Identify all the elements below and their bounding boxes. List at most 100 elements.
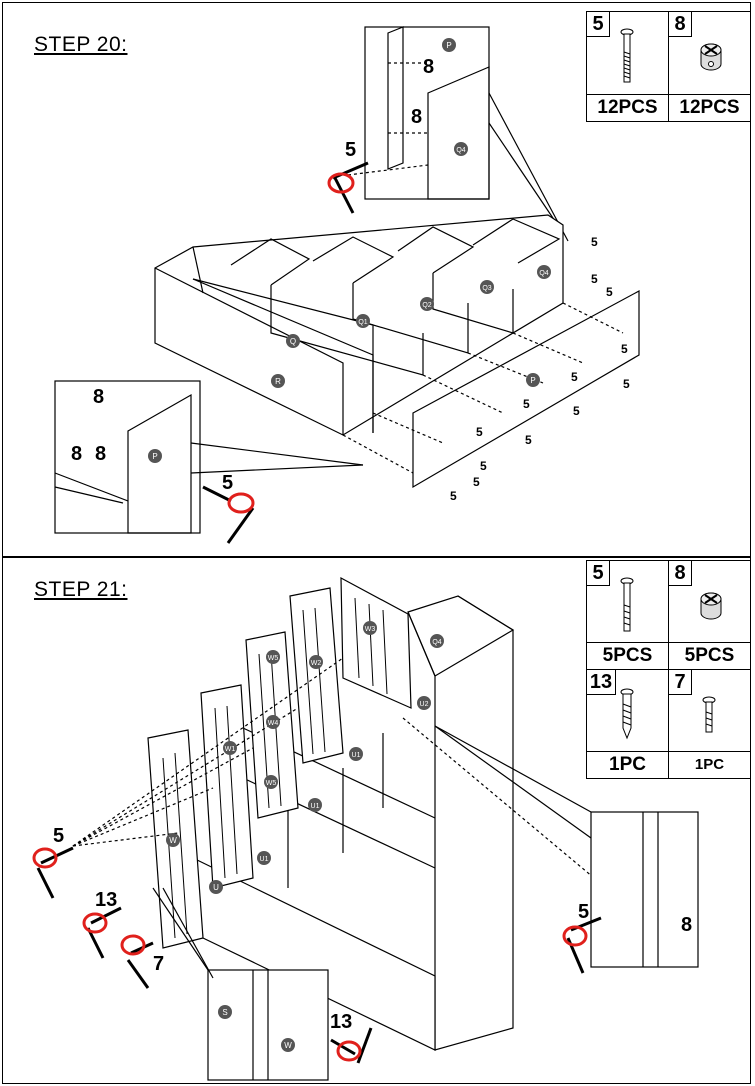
part-qty-cell: 12PCS xyxy=(668,94,751,122)
svg-text:P: P xyxy=(530,376,535,385)
part-qty-cell: 1PC xyxy=(586,751,669,779)
svg-text:W1: W1 xyxy=(225,746,236,753)
svg-text:U1: U1 xyxy=(352,752,361,759)
panel-labels: P Q4 Q Q1 Q2 Q3 Q4 R P P xyxy=(148,38,551,463)
part-cell: 7 xyxy=(668,669,751,752)
svg-text:5: 5 xyxy=(578,901,589,923)
svg-text:W: W xyxy=(169,836,177,845)
svg-text:W5: W5 xyxy=(266,780,277,787)
part-cell: 8 xyxy=(668,560,751,643)
panel-label-badge: W xyxy=(166,833,180,847)
panel-label-badge: Q2 xyxy=(420,297,434,311)
panel-label-badge: W5 xyxy=(266,650,280,664)
svg-text:7: 7 xyxy=(153,953,164,975)
part-quantity: 1PC xyxy=(694,756,725,773)
panel-label-badge: U1 xyxy=(308,798,322,812)
panel-label-badge: U xyxy=(209,880,223,894)
svg-text:5: 5 xyxy=(573,404,580,418)
part-cell: 8 xyxy=(668,11,751,95)
svg-text:5: 5 xyxy=(53,825,64,847)
svg-text:8: 8 xyxy=(93,386,104,408)
panel-label-badge: W4 xyxy=(266,715,280,729)
svg-text:8: 8 xyxy=(423,56,434,78)
panel-label-badge: P xyxy=(442,38,456,52)
svg-text:5: 5 xyxy=(345,139,356,161)
panel-label-badge: W5 xyxy=(264,775,278,789)
panel-label-badge: R xyxy=(271,374,285,388)
svg-text:Q4: Q4 xyxy=(432,639,441,646)
svg-text:5: 5 xyxy=(571,370,578,384)
svg-text:Q4: Q4 xyxy=(456,147,465,154)
panel-label-badge: Q4 xyxy=(537,265,551,279)
svg-text:5: 5 xyxy=(606,285,613,299)
svg-text:W2: W2 xyxy=(311,660,322,667)
svg-text:W5: W5 xyxy=(268,655,279,662)
part-qty-cell: 12PCS xyxy=(586,94,669,122)
part-number: 8 xyxy=(669,12,692,37)
short-bolt-icon xyxy=(702,696,716,733)
parts-legend: 5 8 5PCS 5PCS xyxy=(586,560,751,779)
svg-text:13: 13 xyxy=(95,889,117,911)
part-qty-cell: 1PC xyxy=(668,751,751,779)
panel-label-badge: W3 xyxy=(363,621,377,635)
svg-text:5: 5 xyxy=(525,433,532,447)
panel-label-badge: W1 xyxy=(223,741,237,755)
svg-text:W4: W4 xyxy=(268,720,279,727)
panel-label-badge: U2 xyxy=(417,696,431,710)
panel-label-badge: P xyxy=(526,373,540,387)
step-21-illustration: W3 Q4 W5 W2 U2 W4 W1 U1 W5 U1 W U1 U S W… xyxy=(32,576,699,1081)
svg-text:5: 5 xyxy=(621,342,628,356)
svg-text:Q3: Q3 xyxy=(482,285,491,292)
step-title: STEP 20: xyxy=(34,33,128,56)
cam-nut-icon xyxy=(700,43,722,71)
svg-text:8: 8 xyxy=(71,443,82,465)
parts-legend: 5 8 xyxy=(586,11,751,122)
part-number: 7 xyxy=(669,670,692,695)
svg-text:Q: Q xyxy=(290,337,296,346)
panel-label-badge: Q1 xyxy=(356,314,370,328)
panel-labels: W3 Q4 W5 W2 U2 W4 W1 U1 W5 U1 W U1 U S W xyxy=(166,621,444,1052)
panel-label-badge: S xyxy=(218,1005,232,1019)
panel-label-badge: Q4 xyxy=(454,142,468,156)
svg-text:U1: U1 xyxy=(311,803,320,810)
step-20-illustration: P Q4 Q Q1 Q2 Q3 Q4 R P P 8 8 5 8 8 8 5 5… xyxy=(54,26,640,544)
svg-text:5: 5 xyxy=(476,425,483,439)
svg-text:Q1: Q1 xyxy=(358,319,367,326)
part-quantity: 12PCS xyxy=(597,97,658,118)
part-number: 5 xyxy=(587,561,610,586)
svg-text:R: R xyxy=(275,377,281,386)
part-qty-cell: 5PCS xyxy=(586,642,669,670)
svg-text:W3: W3 xyxy=(365,626,376,633)
panel-label-badge: W2 xyxy=(309,655,323,669)
svg-text:5: 5 xyxy=(591,272,598,286)
svg-text:8: 8 xyxy=(681,914,692,936)
part-number: 8 xyxy=(669,561,692,586)
step-21-panel: STEP 21: 5 8 5PCS xyxy=(2,557,751,1084)
allen-key-icon xyxy=(202,485,255,544)
svg-text:Q4: Q4 xyxy=(539,270,548,277)
hardware-callouts: 5 13 7 5 8 13 xyxy=(53,825,692,1033)
svg-text:8: 8 xyxy=(95,443,106,465)
svg-text:U2: U2 xyxy=(420,701,429,708)
long-bolt-icon xyxy=(620,28,634,83)
step-20-panel: STEP 20: 5 8 xyxy=(2,2,751,557)
part-cell: 5 xyxy=(586,560,669,643)
part-quantity: 1PC xyxy=(609,754,646,775)
part-number: 5 xyxy=(587,12,610,37)
panel-label-badge: P xyxy=(148,449,162,463)
svg-text:5: 5 xyxy=(480,459,487,473)
svg-text:5: 5 xyxy=(450,489,457,503)
svg-text:5: 5 xyxy=(222,472,233,494)
allen-key-icon xyxy=(327,161,369,214)
wood-screw-icon xyxy=(620,688,634,740)
svg-text:P: P xyxy=(152,452,157,461)
panel-label-badge: Q3 xyxy=(480,280,494,294)
svg-text:8: 8 xyxy=(411,106,422,128)
panel-label-badge: W xyxy=(281,1038,295,1052)
long-bolt-icon xyxy=(620,577,634,632)
panel-label-badge: U1 xyxy=(257,851,271,865)
svg-text:5: 5 xyxy=(523,397,530,411)
panel-label-badge: Q4 xyxy=(430,634,444,648)
allen-key-icon xyxy=(32,846,602,1064)
